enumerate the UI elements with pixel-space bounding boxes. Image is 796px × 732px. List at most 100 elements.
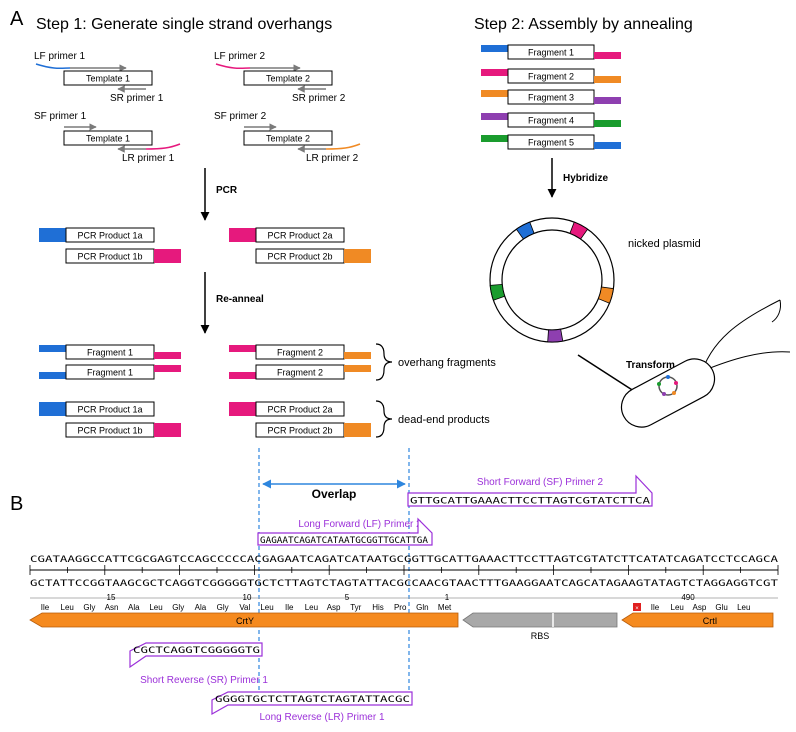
amino-acid-label: Gly <box>172 603 184 612</box>
brace-overhang <box>375 343 393 381</box>
fragment1-label-a: Fragment 1 <box>87 348 133 358</box>
rbs-feature <box>462 612 618 628</box>
aa-number-15: 15 <box>107 593 116 602</box>
amino-acid-label: His <box>372 603 384 612</box>
nick-blue <box>515 221 535 240</box>
crti-feature <box>621 612 774 628</box>
template2b-box <box>243 130 333 146</box>
bacterium-icon <box>620 299 791 428</box>
amino-acid-label: Ile <box>285 603 294 612</box>
pcr-products-1: PCR Product 1a PCR Product 1b <box>39 227 181 264</box>
template1-label: Template 1 <box>86 74 130 84</box>
pcr-product-2a-label: PCR Product 2a <box>267 231 332 241</box>
template2-label: Template 2 <box>266 74 310 84</box>
overhang-fragments-label: overhang fragments <box>398 357 496 369</box>
aa-number-1: 1 <box>445 593 450 602</box>
amino-acid-label: Ile <box>651 603 660 612</box>
bottom-strand-sequence: GCTATTCCGGTAAGCGCTCAGGTCGGGGGTGCTCTTAGTC… <box>30 578 779 589</box>
pcr-label: PCR <box>216 185 238 196</box>
nick-orange <box>597 286 614 304</box>
lr-primer1-label: LR primer 1 <box>122 153 175 164</box>
amino-acid-label: Ile <box>41 603 50 612</box>
rbs-label: RBS <box>531 631 550 641</box>
crty-feature <box>29 612 459 628</box>
fragment2-label-b: Fragment 2 <box>277 368 323 378</box>
amino-acid-label: Asp <box>693 603 707 612</box>
panel-label-a: A <box>10 8 24 30</box>
crty-label: CrtY <box>236 616 254 626</box>
amino-acid-label: Tyr <box>350 603 361 612</box>
fragment1-label-b: Fragment 1 <box>87 368 133 378</box>
lr-primer1-title: Long Reverse (LR) Primer 1 <box>259 712 384 723</box>
step2-fragments: Fragment 1 Fragment 2 Fragment 3 Fragmen… <box>481 44 621 150</box>
lr-primer1-box <box>211 691 413 716</box>
lf-primer2-sequence: GAGAATCAGATCATAATGCGGTTGCATTGA <box>260 535 428 546</box>
amino-acid-label: Gln <box>416 603 428 612</box>
amino-acid-label: Asp <box>327 603 341 612</box>
step1-title: Step 1: Generate single strand overhangs <box>36 16 332 33</box>
amino-acid-label: Gly <box>217 603 229 612</box>
template1b-box <box>63 130 153 146</box>
amino-acid-label: Val <box>239 603 250 612</box>
reanneal-label: Re-anneal <box>216 294 264 305</box>
sf-primer2-diagram: SF primer 2 Template 2 LR primer 2 <box>214 111 361 164</box>
lr-primer1-sequence: GGGGTGCTCTTAGTCTAGTATTACGC <box>215 694 410 705</box>
lf-primer1-diagram: LF primer 1 Template 1 SR primer 1 <box>34 51 164 104</box>
sf-primer1-label: SF primer 1 <box>34 111 87 122</box>
sr-primer1-title: Short Reverse (SR) Primer 1 <box>140 675 268 686</box>
stop-codon-icon <box>633 603 641 611</box>
dead-end-products-2: PCR Product 2a PCR Product 2b <box>229 401 371 438</box>
lf-primer1-label: LF primer 1 <box>34 51 86 62</box>
nick-green <box>489 283 506 301</box>
amino-acid-label: Leu <box>737 603 750 612</box>
aa-number-10: 10 <box>243 593 252 602</box>
sr-primer1-label: SR primer 1 <box>110 93 164 104</box>
overhang-fragments-1: Fragment 1 Fragment 1 <box>39 344 181 380</box>
stop-codon-glyph: × <box>635 606 639 612</box>
amino-acid-label: Leu <box>61 603 74 612</box>
sf-primer2-sequence: GTTGCATTGAAACTTCCTTAGTCGTATCTTCA <box>410 496 651 507</box>
nick-purple <box>547 328 564 343</box>
template2-box <box>243 70 333 86</box>
amino-acid-label: Leu <box>671 603 684 612</box>
amino-acid-label: Leu <box>260 603 273 612</box>
sr-primer1-sequence: CGCTCAGGTCGGGGGTG <box>133 645 260 656</box>
amino-acid-label: Glu <box>715 603 727 612</box>
template1-box <box>63 70 153 86</box>
sf-primer1-diagram: SF primer 1 Template 1 LR primer 1 <box>34 111 181 164</box>
amino-acid-label: Leu <box>149 603 162 612</box>
sr-primer1-box <box>129 642 263 669</box>
amino-acid-label: Met <box>438 603 452 612</box>
crti-label: CrtI <box>703 616 718 626</box>
step2-fragment4-label: Fragment 4 <box>528 116 574 126</box>
transform-arrow <box>577 354 641 396</box>
dead-end-2a-label: PCR Product 2a <box>267 405 332 415</box>
lf-primer2-title: Long Forward (LF) Primer 2 <box>298 519 422 530</box>
transform-label: Transform <box>626 360 675 371</box>
dead-end-products-1: PCR Product 1a PCR Product 1b <box>39 401 181 438</box>
sf-primer2-label: SF primer 2 <box>214 111 267 122</box>
pcr-product-2b-label: PCR Product 2b <box>267 252 332 262</box>
pcr-product-1b-label: PCR Product 1b <box>77 252 142 262</box>
ruler-ticks <box>29 565 779 575</box>
template1b-label: Template 1 <box>86 134 130 144</box>
step2-fragment5-label: Fragment 5 <box>528 138 574 148</box>
amino-acid-label: Pro <box>394 603 407 612</box>
lr-primer2-label: LR primer 2 <box>306 153 359 164</box>
template2b-label: Template 2 <box>266 134 310 144</box>
top-strand-sequence: CGATAAGGCCATTCGCGAGTCCAGCCCCCACGAGAATCAG… <box>30 554 779 565</box>
amino-acid-label: Ala <box>195 603 207 612</box>
dead-end-1a-label: PCR Product 1a <box>77 405 142 415</box>
step2-title: Step 2: Assembly by annealing <box>474 16 693 33</box>
nicked-plasmid <box>489 217 615 343</box>
fragment2-label-a: Fragment 2 <box>277 348 323 358</box>
aa-number-5: 5 <box>345 593 350 602</box>
lf-primer2-label: LF primer 2 <box>214 51 266 62</box>
overhang-fragments-2: Fragment 2 Fragment 2 <box>229 344 371 380</box>
nicked-plasmid-label: nicked plasmid <box>628 238 701 250</box>
dead-end-label: dead-end products <box>398 414 490 426</box>
amino-acid-label: Leu <box>305 603 318 612</box>
dead-end-2b-label: PCR Product 2b <box>267 426 332 436</box>
